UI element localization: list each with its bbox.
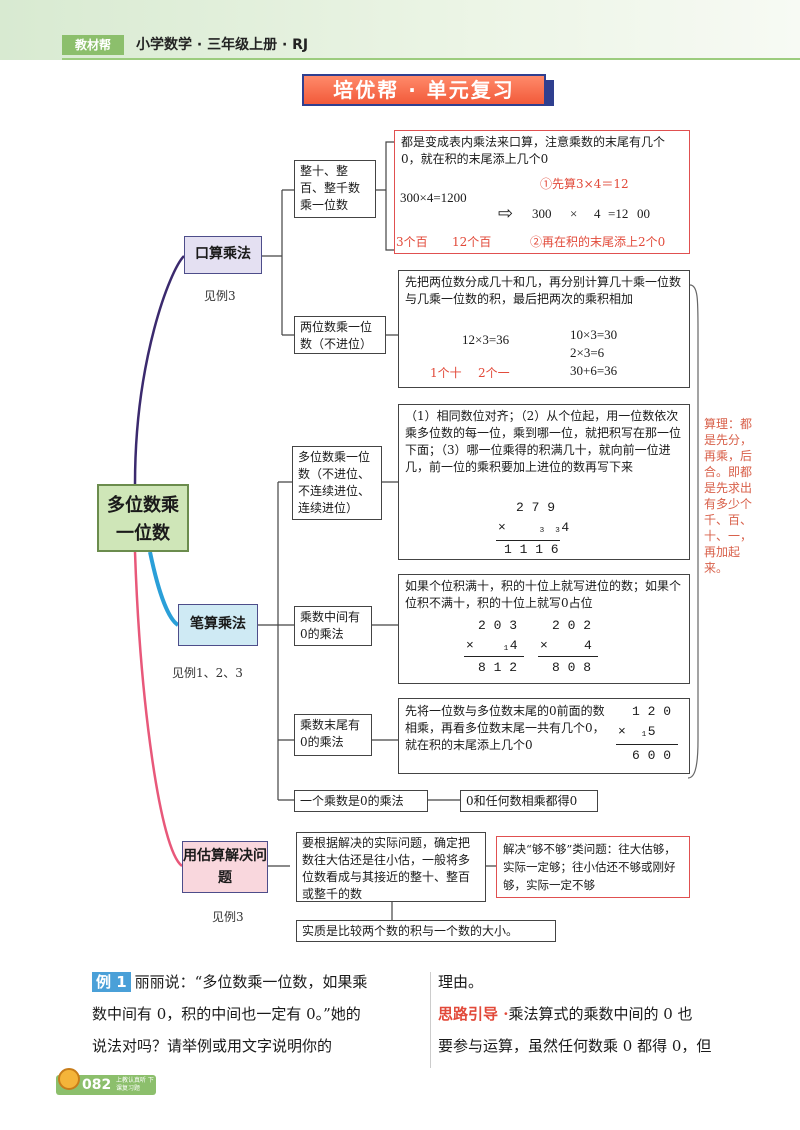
oral-sub1-desc: 都是变成表内乘法来口算，注意乘数的末尾有几个0，就在积的末尾添上几个0 [401, 135, 666, 166]
oral-sub-two-digit: 两位数乘一位数（不进位） [294, 316, 386, 354]
see-example-estimation: 见例3 [212, 910, 244, 924]
vertical3-result: 8 0 8 [552, 660, 592, 675]
vertical2-multiplier: ₁4 [502, 638, 518, 653]
written-sub3-desc: 先将一位数与多位数末尾的0前面的数相乘，再看多位数末尾一共有几个0，就在积的末尾… [405, 704, 605, 752]
header-title: 小学数学 · 三年级上册 · RJ [136, 37, 309, 53]
vertical4-multiplier: ₁5 [640, 724, 656, 739]
oral-calc-00: 00 [637, 206, 650, 221]
example-line1: 丽丽说：“多位数乘一位数，如果乘 [134, 973, 368, 991]
vertical1-result: 1 1 1 6 [504, 542, 559, 557]
oral-step2: ②再在积的末尾添上2个0 [530, 235, 666, 249]
header-band [0, 0, 800, 60]
vertical1-times: × [498, 520, 506, 535]
branch-oral-multiplication: 口算乘法 [184, 236, 262, 274]
arrow-right-icon: ⇨ [498, 203, 514, 223]
oral-sub1-explain-box: 都是变成表内乘法来口算，注意乘数的末尾有几个0，就在积的末尾添上几个0 [394, 130, 690, 254]
written-sub-end-zero: 乘数末尾有0的乘法 [294, 714, 372, 756]
written-sub4-desc: 0和任何数相乘都得0 [460, 790, 598, 812]
branch-written-multiplication: 笔算乘法 [178, 604, 258, 646]
column-divider [430, 972, 431, 1068]
header-badge: 教材帮 [62, 35, 124, 55]
written-sub3-explain-box: 先将一位数与多位数末尾的0前面的数相乘，再看多位数末尾一共有几个0，就在积的末尾… [398, 698, 690, 774]
oral-sub2-explain-box: 先把两位数分成几十和几，再分别计算几十乘一位数与几乘一位数的积，最后把两次的乘积… [398, 270, 690, 388]
vertical1-top: 2 7 9 [516, 500, 556, 515]
vertical1-line [496, 540, 560, 541]
written-sub2-explain-box: 如果个位积满十，积的十位上就写进位的数；如果个位积不满十，积的十位上就写0占位 [398, 574, 690, 684]
estimation-desc3: 实质是比较两个数的积与一个数的大小。 [296, 920, 556, 942]
branch-estimation: 用估算解决问题 [182, 841, 268, 893]
written-sub2-desc: 如果个位积满十，积的十位上就写进位的数；如果个位积不满十，积的十位上就写0占位 [405, 579, 682, 610]
connector-root-estimate [133, 551, 183, 868]
oral-calc-eq12: =12 [608, 206, 629, 221]
written-sub1-desc: （1）相同数位对齐；（2）从个位起，用一位数依次乘多位数的每一位，乘到哪一位，就… [405, 409, 682, 474]
vertical2-times: × [466, 638, 474, 653]
header-divider [62, 58, 800, 60]
note-12-hundreds: 12个百 [452, 235, 492, 249]
page-number: 082 [82, 1077, 112, 1093]
vertical4-line [616, 744, 678, 745]
side-note-reasoning: 算理：都是先分，再乘，后合。即都是先求出有多少个千、百、十、一，再加起来。 [704, 417, 753, 575]
example-tag: 例 1 [92, 972, 131, 992]
oral-calc-300: 300 [532, 206, 552, 221]
section-banner: 培优帮 · 单元复习 [302, 74, 546, 106]
note-1-ten: 1个十 [430, 366, 462, 380]
oral-eq-12x3: 12×3=36 [462, 332, 510, 347]
vertical4-times: × [618, 724, 626, 739]
oral-r3: 30+6=36 [570, 363, 618, 378]
written-sub-middle-zero: 乘数中间有0的乘法 [294, 606, 372, 646]
see-example-oral: 见例3 [204, 289, 236, 303]
example-right-line2: 乘法算式的乘数中间的 0 也 [508, 1005, 693, 1023]
vertical2-line [464, 656, 524, 657]
connector-written-leaves [372, 481, 460, 801]
example-right-line1: 理由。 [438, 973, 484, 991]
vertical3-multiplier: 4 [584, 638, 592, 653]
page-number-band [56, 1075, 156, 1095]
page-slogan: 上教认真听 下课复习题 [116, 1077, 154, 1092]
oral-calc-4: 4 [594, 206, 601, 221]
connector-oral-leaves [376, 141, 398, 336]
root-topic: 多位数乘一位数 [97, 484, 189, 552]
written-sub-multi-digit: 多位数乘一位数（不进位、不连续进位、连续进位） [292, 446, 382, 520]
written-sub1-explain-box: （1）相同数位对齐；（2）从个位起，用一位数依次乘多位数的每一位，乘到哪一位，就… [398, 404, 690, 560]
example-right-line3: 要参与运算，虽然任何数乘 0 都得 0，但 [438, 1037, 712, 1055]
hint-tag: 思路引导 · [438, 1005, 509, 1023]
vertical1-multiplier: ₃ ₃4 [538, 520, 570, 535]
oral-eq-300x4: 300×4=1200 [400, 190, 467, 205]
oral-r1: 10×3=30 [570, 327, 618, 342]
estimation-desc2: 解决“够不够”类问题：往大估够，实际一定够；往小估还不够或刚好够，实际一定不够 [496, 836, 690, 898]
oral-step1: ①先算3×4＝12 [540, 177, 629, 191]
connector-root-oral [133, 255, 185, 485]
mascot-icon [58, 1068, 80, 1090]
estimation-desc1: 要根据解决的实际问题，确定把数往大估还是往小估，一般将多位数看成与其接近的整十、… [296, 832, 486, 902]
example-right: 理由。 思路引导 ·乘法算式的乘数中间的 0 也 要参与运算，虽然任何数乘 0 … [438, 966, 768, 1062]
vertical3-top: 2 0 2 [552, 618, 592, 633]
vertical2-result: 8 1 2 [478, 660, 518, 675]
example-line3: 说法对吗？请举例或用文字说明你的 [92, 1037, 333, 1055]
note-3-hundreds: 3个百 [396, 235, 428, 249]
oral-sub2-desc: 先把两位数分成几十和几，再分别计算几十乘一位数与几乘一位数的积，最后把两次的乘积… [405, 275, 682, 306]
vertical4-top: 1 2 0 [632, 704, 672, 719]
vertical4-result: 6 0 0 [632, 748, 672, 763]
example-line2: 数中间有 0，积的中间也一定有 0。”她的 [92, 1005, 361, 1023]
connector-written-group [258, 481, 294, 801]
connector-oral-group [262, 189, 294, 336]
connector-root-written [148, 551, 180, 627]
oral-sub-whole-tens: 整十、整百、整千数乘一位数 [294, 160, 376, 218]
vertical2-top: 2 0 3 [478, 618, 518, 633]
vertical3-times: × [540, 638, 548, 653]
oral-calc-times: × [570, 206, 578, 221]
see-example-written: 见例1、2、3 [172, 666, 243, 680]
vertical3-line [538, 656, 598, 657]
oral-r2: 2×3=6 [570, 345, 605, 360]
note-2-ones: 2个一 [478, 366, 510, 380]
written-sub-zero-factor: 一个乘数是0的乘法 [294, 790, 428, 812]
side-bracket [687, 284, 699, 779]
